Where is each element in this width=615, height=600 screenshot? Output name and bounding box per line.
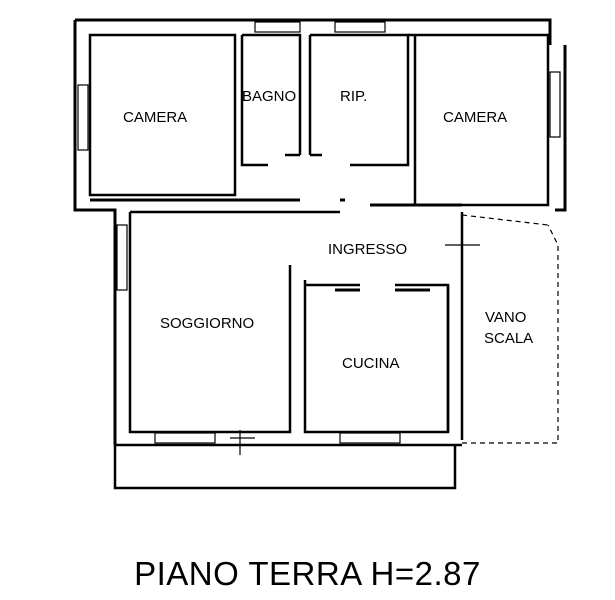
entry-marker xyxy=(230,235,480,455)
label-vano: VANO xyxy=(485,309,526,326)
plan-caption: PIANO TERRA H=2.87 xyxy=(134,555,481,592)
label-soggiorno: SOGGIORNO xyxy=(160,315,254,332)
stair-area xyxy=(461,214,559,444)
label-bagno: BAGNO xyxy=(242,88,296,105)
windows xyxy=(77,21,561,444)
label-camera-right: CAMERA xyxy=(443,109,507,126)
label-camera-left: CAMERA xyxy=(123,109,187,126)
label-ripostiglio: RIP. xyxy=(340,88,367,105)
label-ingresso: INGRESSO xyxy=(328,241,407,258)
label-cucina: CUCINA xyxy=(342,355,400,372)
label-scala: SCALA xyxy=(484,330,533,347)
walls xyxy=(73,18,567,490)
